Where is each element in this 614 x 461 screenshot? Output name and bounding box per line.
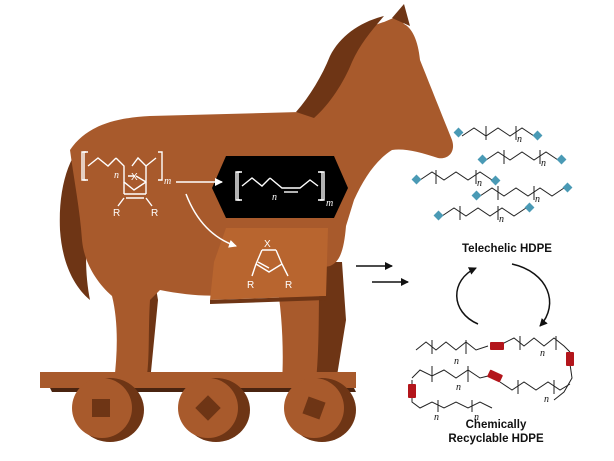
monomer-n-label: n	[114, 170, 119, 181]
recyclable-linkers	[408, 342, 574, 398]
telechelic-n-1: n	[517, 134, 522, 145]
telechelic-chain-5	[441, 207, 527, 217]
polybutadiene-structure	[235, 171, 325, 201]
recyclable-n-4: n	[544, 394, 549, 405]
recyclable-n-3: n	[456, 382, 461, 393]
cycle-arrow-right-icon	[511, 263, 551, 327]
byproduct-r1-label: R	[247, 280, 254, 291]
wheel-2	[178, 378, 250, 442]
monomer-x-label: X	[131, 172, 138, 183]
monomer-m-label: m	[164, 176, 171, 187]
wheel-3	[284, 378, 356, 442]
monomer-r2-label: R	[151, 208, 158, 219]
recyclable-n-1: n	[454, 356, 459, 367]
telechelic-n-4: n	[535, 194, 540, 205]
byproduct-structure	[251, 249, 289, 277]
door-panel-edge	[210, 296, 326, 304]
recyclable-n-5: n	[434, 412, 439, 423]
telechelic-chains	[419, 126, 565, 220]
cycle-arrow-left-icon	[456, 267, 479, 325]
ear	[392, 4, 410, 26]
byproduct-r2-label: R	[285, 280, 292, 291]
recyclable-n-6: n	[474, 412, 479, 423]
monomer-structure	[81, 151, 163, 207]
telechelic-n-2: n	[541, 158, 546, 169]
telechelic-chain-2	[485, 151, 559, 161]
telechelic-chain-3	[419, 171, 493, 181]
telechelic-end-caps	[411, 127, 573, 221]
telechelic-chain-1	[461, 127, 535, 137]
byproduct-x-label: X	[264, 239, 271, 250]
recyclable-chains	[411, 336, 573, 412]
monomer-r1-label: R	[113, 208, 120, 219]
recyclable-hdpe-label-line1: Chemically	[466, 419, 527, 431]
door-panel	[210, 228, 328, 300]
telechelic-hdpe-label: Telechelic HDPE	[462, 243, 552, 255]
recyclable-n-2: n	[540, 348, 545, 359]
polybutadiene-n-label: n	[272, 192, 277, 203]
arrow-to-byproduct-icon	[185, 193, 237, 248]
polybutadiene-m-label: m	[326, 198, 333, 209]
telechelic-n-3: n	[477, 178, 482, 189]
mane	[296, 16, 384, 118]
recyclable-hdpe-label-line2: Recyclable HDPE	[448, 433, 544, 445]
wheel-1	[72, 378, 144, 442]
telechelic-chain-4	[479, 187, 565, 197]
telechelic-n-5: n	[499, 214, 504, 225]
trojan-horse-icon	[40, 4, 454, 442]
